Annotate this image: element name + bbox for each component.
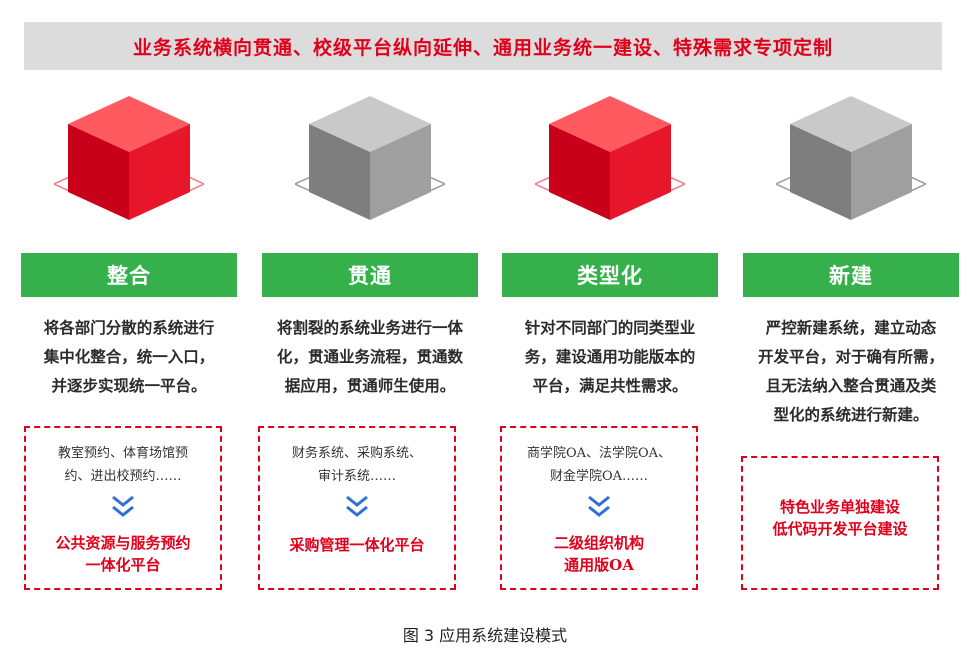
example-line: 约、进出校预约……: [64, 469, 182, 484]
chevron-down-icon: [346, 495, 368, 517]
example-line: 财务系统、采购系统、: [291, 446, 422, 461]
result-line: 公共资源与服务预约: [55, 534, 191, 552]
desc-line: 且无法纳入整合贯通及类: [765, 377, 937, 395]
example-box-connect: 财务系统、采购系统、 审计系统…… 采购管理一体化平台: [258, 426, 456, 590]
result-typify: 二级组织机构 通用版OA: [502, 532, 696, 576]
desc-line: 务，建设通用功能版本的: [524, 348, 696, 366]
desc-line: 集中化整合，统一入口，: [43, 348, 215, 366]
result-line: 特色业务单独建设: [779, 498, 900, 516]
desc-line: 化，贯通业务流程，贯通数: [276, 348, 463, 366]
desc-line: 严控新建系统，建立动态: [765, 319, 937, 337]
desc-line: 并逐步实现统一平台。: [51, 377, 207, 395]
desc-line: 将各部门分散的系统进行: [43, 319, 215, 337]
result-line: 通用版OA: [564, 556, 634, 574]
red-cube-icon: [535, 96, 685, 220]
result-line: 二级组织机构: [553, 534, 644, 552]
red-cube-icon: [54, 96, 204, 220]
chevron-down-icon: [588, 495, 610, 517]
figure-caption: 图 3 应用系统建设模式: [402, 626, 568, 645]
example-line: 审计系统……: [317, 469, 396, 484]
label-new: 新建: [743, 253, 959, 297]
desc-line: 平台，满足共性需求。: [532, 377, 688, 395]
desc-new: 严控新建系统，建立动态 开发平台，对于确有所需， 且无法纳入整合贯通及类 型化的…: [743, 314, 959, 430]
result-line: 低代码开发平台建设: [772, 520, 908, 538]
result-line: 采购管理一体化平台: [289, 536, 425, 554]
result-line: 一体化平台: [85, 556, 161, 574]
desc-line: 针对不同部门的同类型业: [524, 319, 696, 337]
gray-cube-icon: [295, 96, 445, 220]
label-typify: 类型化: [502, 253, 718, 297]
example-line: 教室预约、体育场馆预: [57, 446, 188, 461]
label-integrate: 整合: [21, 253, 237, 297]
desc-integrate: 将各部门分散的系统进行 集中化整合，统一入口， 并逐步实现统一平台。: [21, 314, 237, 401]
desc-line: 将割裂的系统业务进行一体: [276, 319, 463, 337]
desc-line: 据应用，贯通师生使用。: [284, 377, 456, 395]
examples-connect: 财务系统、采购系统、 审计系统……: [260, 442, 454, 488]
result-connect: 采购管理一体化平台: [260, 534, 454, 556]
desc-line: 开发平台，对于确有所需，: [757, 348, 944, 366]
examples-integrate: 教室预约、体育场馆预 约、进出校预约……: [26, 442, 220, 488]
example-line: 商学院OA、法学院OA、: [526, 446, 672, 461]
examples-typify: 商学院OA、法学院OA、 财金学院OA……: [502, 442, 696, 488]
result-new: 特色业务单独建设 低代码开发平台建设: [743, 496, 937, 540]
example-box-typify: 商学院OA、法学院OA、 财金学院OA…… 二级组织机构 通用版OA: [500, 426, 698, 590]
desc-typify: 针对不同部门的同类型业 务，建设通用功能版本的 平台，满足共性需求。: [502, 314, 718, 401]
chevron-down-icon: [112, 495, 134, 517]
example-line: 财金学院OA……: [549, 469, 649, 484]
desc-connect: 将割裂的系统业务进行一体 化，贯通业务流程，贯通数 据应用，贯通师生使用。: [262, 314, 478, 401]
header-banner: 业务系统横向贯通、校级平台纵向延伸、通用业务统一建设、特殊需求专项定制: [24, 22, 942, 70]
desc-line: 型化的系统进行新建。: [773, 406, 929, 424]
result-integrate: 公共资源与服务预约 一体化平台: [26, 532, 220, 576]
example-box-new: 特色业务单独建设 低代码开发平台建设: [741, 456, 939, 590]
banner-title: 业务系统横向贯通、校级平台纵向延伸、通用业务统一建设、特殊需求专项定制: [132, 36, 833, 59]
gray-cube-icon: [776, 96, 926, 220]
label-connect: 贯通: [262, 253, 478, 297]
example-box-integrate: 教室预约、体育场馆预 约、进出校预约…… 公共资源与服务预约 一体化平台: [24, 426, 222, 590]
